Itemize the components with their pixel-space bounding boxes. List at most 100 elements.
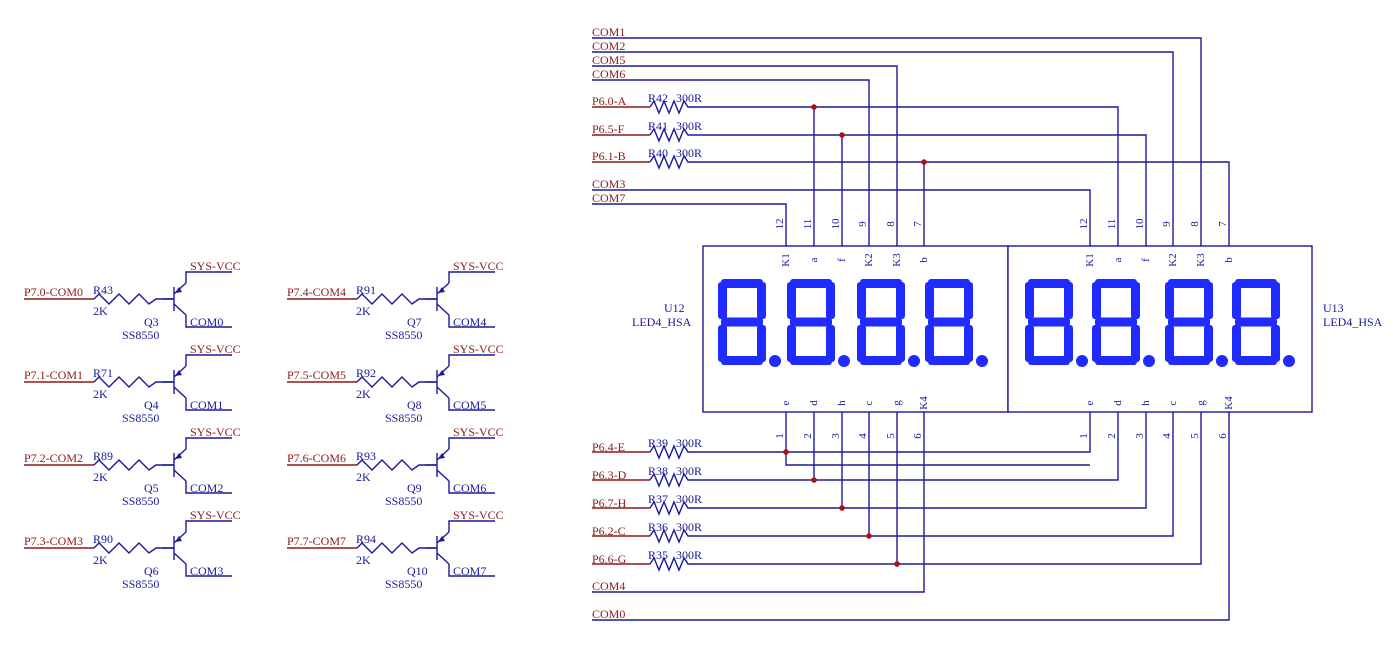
transistor-ref: Q5 xyxy=(144,481,159,495)
vcc-label: SYS-VCC xyxy=(453,508,504,522)
segment xyxy=(1235,279,1277,288)
pin-name: b xyxy=(1223,257,1235,263)
pin-number: 12 xyxy=(1078,219,1090,230)
segment xyxy=(925,282,934,319)
pin-name: a xyxy=(808,257,820,262)
pin-name: K4 xyxy=(918,396,930,410)
segment xyxy=(1165,325,1174,362)
pin-name: f xyxy=(836,258,848,262)
segment xyxy=(1028,356,1070,365)
resistor-value: 2K xyxy=(93,304,108,318)
decimal-point xyxy=(1143,355,1155,367)
pin-number: 10 xyxy=(1134,218,1146,230)
display-ref: U13 xyxy=(1323,301,1344,315)
segment xyxy=(1165,282,1174,319)
resistor-ref: R35 xyxy=(648,548,668,562)
pin-number: 7 xyxy=(1217,221,1229,227)
transistor-ref: Q4 xyxy=(144,398,159,412)
seven-segment-digits xyxy=(1025,279,1295,367)
pin-name: K1 xyxy=(780,253,792,266)
display-part: LED4_HSA xyxy=(632,315,692,329)
segment xyxy=(790,279,832,288)
net-label: P6.6-G xyxy=(592,552,627,566)
net-label: P7.6-COM6 xyxy=(287,451,346,465)
resistor-value: 300R xyxy=(676,119,702,133)
vcc-label: SYS-VCC xyxy=(453,425,504,439)
vcc-label: SYS-VCC xyxy=(453,259,504,273)
net-label: P6.4-E xyxy=(592,440,625,454)
seven-segment-digits xyxy=(718,279,988,367)
decimal-point xyxy=(976,355,988,367)
segment-resistor-bottom-1: P6.4-E R39 300R xyxy=(592,436,702,460)
resistor-value: 2K xyxy=(356,387,371,401)
display-body xyxy=(1007,245,1313,413)
pin-name: K2 xyxy=(1167,253,1179,266)
pin-number: 1 xyxy=(774,433,786,439)
vcc-label: SYS-VCC xyxy=(190,259,241,273)
segment xyxy=(1131,282,1140,319)
net-label: P7.1-COM1 xyxy=(24,368,83,382)
net-label-com: COM1 xyxy=(592,25,625,39)
segment xyxy=(721,279,763,288)
net-label-com: COM3 xyxy=(592,177,625,191)
com-output-label: COM4 xyxy=(453,315,486,329)
emitter-arrow-icon xyxy=(438,287,445,293)
segment xyxy=(1095,317,1137,327)
transistor-part: SS8550 xyxy=(122,411,159,425)
pin-name: d xyxy=(808,400,820,406)
pin-number: 9 xyxy=(857,221,869,227)
pin-name: b xyxy=(918,257,930,263)
vcc-label: SYS-VCC xyxy=(190,342,241,356)
segment-resistor-bottom-2: P6.3-D R38 300R xyxy=(592,464,702,488)
net-label: P7.4-COM4 xyxy=(287,285,346,299)
segment xyxy=(718,282,727,319)
pin-number: 4 xyxy=(857,433,869,439)
transistor-ref: Q9 xyxy=(407,481,422,495)
resistor-ref: R36 xyxy=(648,520,668,534)
emitter-arrow-icon xyxy=(175,370,182,376)
net-label: P6.5-F xyxy=(592,122,625,136)
com-output-label: COM0 xyxy=(190,315,223,329)
pin-number: 2 xyxy=(1106,433,1118,439)
resistor-ref: R43 xyxy=(93,283,113,297)
display-u13: U13 LED4_HSA xyxy=(1007,245,1383,413)
net-label: P7.7-COM7 xyxy=(287,534,346,548)
segment xyxy=(1064,325,1073,362)
segment xyxy=(1064,282,1073,319)
segment xyxy=(1204,325,1213,362)
segment xyxy=(787,325,796,362)
junction-dot xyxy=(811,104,817,110)
segment xyxy=(964,282,973,319)
pin-name: c xyxy=(1167,400,1179,405)
emitter-arrow-icon xyxy=(438,536,445,542)
decimal-point xyxy=(908,355,920,367)
com-output-label: COM6 xyxy=(453,481,486,495)
net-label-com: COM6 xyxy=(592,67,625,81)
bottom-com-labels: COM4 COM0 xyxy=(592,579,625,621)
pin-number: 6 xyxy=(1217,433,1229,439)
segment xyxy=(1028,279,1070,288)
resistor-value: 300R xyxy=(676,492,702,506)
resistor-value: 2K xyxy=(356,553,371,567)
junction-dot xyxy=(894,561,900,567)
resistor-value: 2K xyxy=(356,304,371,318)
vcc-label: SYS-VCC xyxy=(190,508,241,522)
segment xyxy=(1028,317,1070,327)
pin-number: 3 xyxy=(1134,433,1146,439)
pin-number: 8 xyxy=(1189,221,1201,227)
pin-labels: 12K1e111ad210fh39K2c48K3g57bK4612K1e111a… xyxy=(774,218,1235,439)
decimal-point xyxy=(1076,355,1088,367)
pin-name: g xyxy=(1195,400,1207,406)
pin-number: 10 xyxy=(830,218,842,230)
pin-number: 4 xyxy=(1161,433,1173,439)
com-output-label: COM3 xyxy=(190,564,223,578)
decimal-point xyxy=(1283,355,1295,367)
segment xyxy=(1092,282,1101,319)
emitter-arrow-icon xyxy=(175,536,182,542)
decimal-point xyxy=(1216,355,1228,367)
junctions xyxy=(783,104,927,567)
transistor-ref: Q8 xyxy=(407,398,422,412)
segment xyxy=(1235,317,1277,327)
pin-number: 3 xyxy=(830,433,842,439)
